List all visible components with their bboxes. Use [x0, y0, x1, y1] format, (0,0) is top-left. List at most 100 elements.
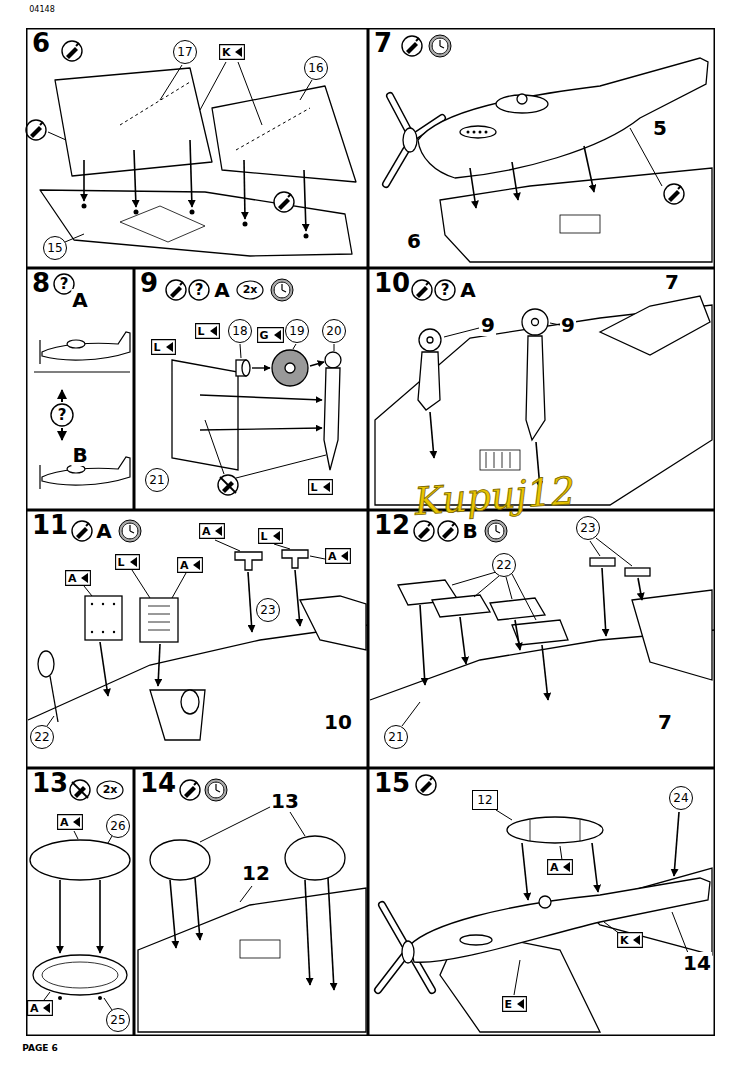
flag-arrow [210, 326, 217, 336]
plane-silhouette [42, 332, 130, 360]
wheel-parts [172, 350, 341, 470]
version-letter: A [213, 279, 230, 301]
plane-silhouette [34, 371, 130, 372]
leader-line [452, 572, 496, 585]
wheel-parts [242, 360, 250, 376]
node-text: 23 [260, 604, 275, 616]
leader-line [334, 344, 335, 351]
assembly-arrow [638, 578, 642, 600]
node-text: L [311, 482, 318, 493]
wing-underside [522, 309, 548, 335]
part-number: 12 [241, 862, 271, 884]
plane-silhouette [39, 340, 40, 364]
leader-line [596, 538, 632, 566]
color-code-flag: A [199, 523, 225, 539]
leader-line [200, 62, 226, 110]
locating-pin [98, 996, 102, 1000]
node-text: 8 [32, 269, 50, 299]
leader-line [44, 992, 50, 1000]
flag-outline [200, 524, 225, 539]
assembly-arrow [328, 878, 334, 990]
node-text: 11 [32, 511, 68, 541]
flag-outline [178, 558, 203, 573]
assembly-arrow [420, 605, 425, 685]
model-plane [402, 941, 414, 963]
leader-line [300, 80, 312, 100]
color-code-flag: E [502, 996, 527, 1012]
assembly-arrow [430, 412, 434, 458]
flag-arrow [323, 482, 330, 492]
model-plane [539, 896, 551, 908]
color-code-flag: A [177, 557, 203, 573]
node-text: E [505, 999, 513, 1010]
leader-line [290, 812, 305, 836]
quantity: 2x [243, 284, 258, 296]
flip-arrows [61, 390, 63, 402]
gear-doors [490, 598, 545, 620]
leader-line [496, 810, 512, 820]
flag-outline [618, 933, 643, 948]
fuselage [418, 58, 708, 178]
color-code-flag: L [258, 528, 283, 544]
leader-line [108, 836, 112, 843]
leader-line [240, 344, 241, 358]
glue-icon [274, 192, 294, 212]
wing-underside [138, 836, 366, 1032]
flag-outline [257, 328, 283, 343]
leader-line [47, 540, 330, 726]
step-panel: 11ALAALA2322 [26, 510, 368, 768]
step-icons [205, 779, 227, 801]
leader-line [444, 323, 560, 337]
assembly-arrow [60, 880, 100, 953]
assembly-arrow [305, 880, 310, 985]
wing-outline [300, 596, 366, 650]
node-text: L [154, 342, 161, 353]
gear-doors [432, 595, 490, 617]
locating-hole [190, 210, 195, 215]
leader-line [550, 323, 560, 325]
leader-line [402, 538, 632, 726]
step-panel: 14 [134, 768, 368, 1036]
node-text: K [222, 47, 231, 58]
leader-line [496, 810, 688, 995]
node-text: A [180, 560, 189, 571]
flag-arrow [73, 817, 80, 827]
node-text: 25 [110, 1014, 125, 1026]
assembly-arrow [83, 160, 85, 201]
flag-outline [220, 45, 245, 60]
option-icon: ? [195, 282, 204, 299]
leader-line [512, 574, 536, 620]
wheel-parts [272, 350, 308, 386]
assembly-arrow [460, 617, 466, 664]
node-text: L [118, 557, 125, 568]
leader-line [672, 912, 688, 953]
propeller [386, 150, 406, 184]
node-text: 21 [388, 731, 403, 743]
step-icons [412, 280, 432, 300]
step-panel: 617K1615 [26, 28, 368, 268]
color-code-flag: L [195, 323, 220, 339]
glue-icon [26, 120, 46, 140]
flag-arrow [273, 531, 280, 541]
leader-line [514, 960, 520, 995]
flag-outline [195, 324, 219, 339]
leader-line [205, 344, 334, 478]
assembly-arrow [470, 168, 476, 208]
node-text: 13 [32, 769, 68, 799]
step-icons [72, 521, 92, 541]
part-number: 7 [657, 711, 673, 733]
node-text: 21 [149, 474, 164, 486]
color-code-flag: L [151, 339, 176, 355]
assembly-arrow [100, 642, 108, 696]
question-icon [435, 280, 455, 300]
quantity: 2x [103, 784, 118, 796]
version-letter: A [95, 520, 112, 542]
option-icon: ? [441, 282, 450, 299]
node-text: 16 [308, 62, 323, 74]
assembly-arrow [200, 428, 322, 430]
exhaust-dots [485, 131, 488, 134]
wing-underside [600, 296, 710, 355]
flag-arrow [235, 47, 242, 57]
node-text: A [202, 526, 211, 537]
canopy-parts [30, 840, 130, 995]
